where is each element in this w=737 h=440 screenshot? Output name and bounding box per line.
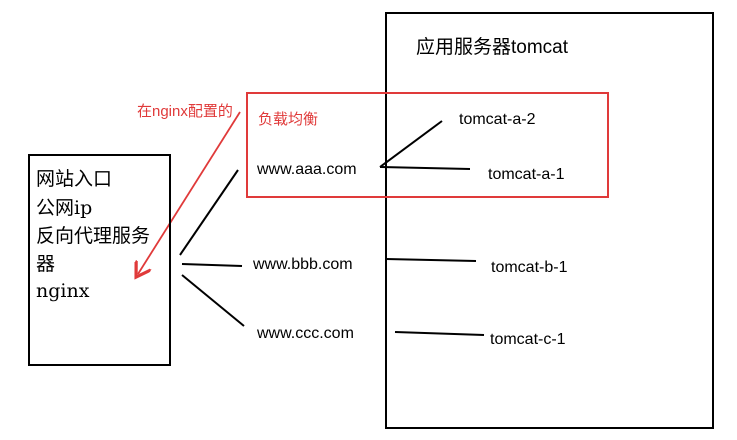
load-balance-annotation: 在nginx配置的 xyxy=(137,103,233,120)
app-server-title: 应用服务器tomcat xyxy=(416,37,569,58)
domain-bbb: www.bbb.com xyxy=(253,256,353,273)
gateway-box xyxy=(28,154,171,366)
link-bbb-tomcat-b-1 xyxy=(385,258,477,262)
gateway-line-entry: 网站入口 xyxy=(36,168,113,190)
link-aaa-tomcat-a-2 xyxy=(379,120,443,168)
gateway-line-server: 器 xyxy=(36,253,56,275)
link-aaa-tomcat-a-1 xyxy=(379,166,471,170)
link-nginx-bbb xyxy=(181,263,243,267)
gateway-line-reverse-proxy: 反向代理服务 xyxy=(36,225,151,247)
tomcat-b-1: tomcat-b-1 xyxy=(491,259,568,276)
gateway-line-public-ip: 公网ip xyxy=(36,197,93,219)
annotation-arrow xyxy=(138,111,241,274)
tomcat-a-1: tomcat-a-1 xyxy=(488,166,565,183)
domain-aaa: www.aaa.com xyxy=(257,161,357,178)
load-balance-box xyxy=(246,92,609,198)
tomcat-a-2: tomcat-a-2 xyxy=(459,111,536,128)
link-nginx-ccc xyxy=(181,274,245,327)
tomcat-c-1: tomcat-c-1 xyxy=(490,331,566,348)
domain-ccc: www.ccc.com xyxy=(257,325,354,342)
app-server-box xyxy=(385,12,714,429)
load-balance-label: 负载均衡 xyxy=(258,111,319,128)
link-ccc-tomcat-c-1 xyxy=(394,331,485,336)
gateway-line-nginx: nginx xyxy=(36,280,90,302)
link-nginx-aaa xyxy=(179,169,239,256)
